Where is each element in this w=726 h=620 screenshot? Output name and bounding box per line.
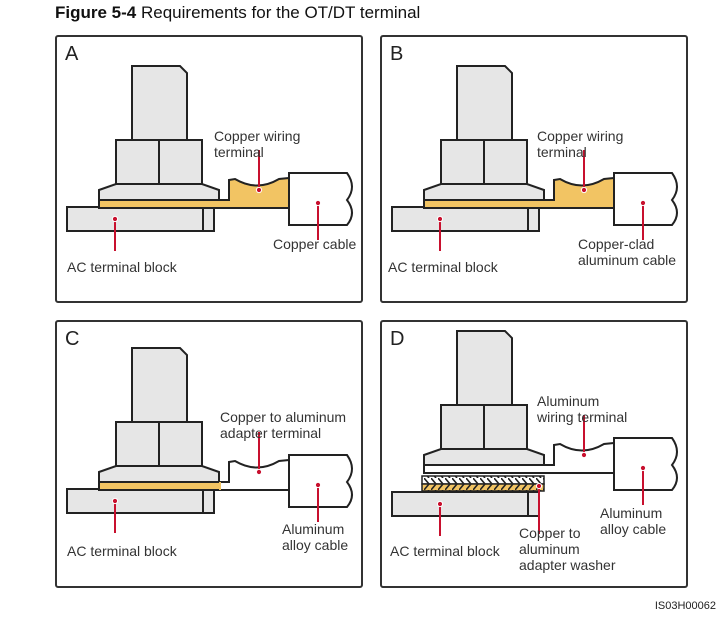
leader-dot	[639, 464, 647, 472]
leader-dot	[255, 186, 263, 194]
leader-dot	[314, 481, 322, 489]
nut-right-face	[483, 404, 528, 450]
ac-terminal-block	[66, 488, 215, 514]
diagram-a	[66, 65, 353, 251]
bolt-icon	[131, 347, 188, 423]
nut-left-face	[440, 139, 485, 185]
figure-title: Figure 5-4 Requirements for the OT/DT te…	[55, 3, 420, 23]
leader-dot	[580, 186, 588, 194]
block-label: AC terminal block	[388, 259, 498, 275]
leader-dot	[255, 468, 263, 476]
leader-dot	[535, 482, 543, 490]
cable-label: Copper cable	[273, 236, 357, 252]
cable-icon	[613, 437, 678, 491]
figure-number: Figure 5-4	[55, 3, 137, 22]
diagram-c	[66, 347, 353, 533]
washer-icon	[423, 448, 545, 466]
figure-code: IS03H00062	[654, 600, 716, 612]
leader-dot	[314, 199, 322, 207]
ac-terminal-block	[391, 206, 540, 232]
panel-label: D	[390, 328, 405, 350]
leader-dot	[111, 497, 119, 505]
bolt-icon	[131, 65, 188, 141]
diagram-d	[391, 330, 678, 536]
nut-right-face	[158, 139, 203, 185]
ac-terminal-block	[66, 206, 215, 232]
cable-icon	[613, 172, 678, 226]
block-label: AC terminal block	[67, 259, 177, 275]
figure-caption: Requirements for the OT/DT terminal	[140, 3, 421, 22]
washer-icon	[98, 465, 220, 483]
diagram-b	[391, 65, 678, 251]
panel-label: C	[65, 328, 80, 350]
block-label: AC terminal block	[390, 543, 500, 559]
cable-icon	[288, 454, 353, 508]
leader-dot	[639, 199, 647, 207]
washer-icon	[423, 183, 545, 201]
leader-dot	[580, 451, 588, 459]
nut-right-face	[483, 139, 528, 185]
adapter-washer-aluminum	[421, 475, 545, 485]
nut-left-face	[115, 421, 160, 467]
copper-section	[100, 483, 220, 489]
panel-label: A	[65, 43, 79, 65]
block-label: AC terminal block	[67, 543, 177, 559]
nut-left-face	[115, 139, 160, 185]
bolt-icon	[456, 330, 513, 406]
nut-right-face	[158, 421, 203, 467]
leader-dot	[436, 500, 444, 508]
washer-icon	[98, 183, 220, 201]
leader-dot	[111, 215, 119, 223]
leader-dot	[436, 215, 444, 223]
ac-terminal-block	[391, 491, 540, 517]
cable-icon	[288, 172, 353, 226]
nut-left-face	[440, 404, 485, 450]
panel-label: B	[390, 43, 404, 65]
bolt-icon	[456, 65, 513, 141]
adapter-washer-copper	[421, 483, 545, 492]
